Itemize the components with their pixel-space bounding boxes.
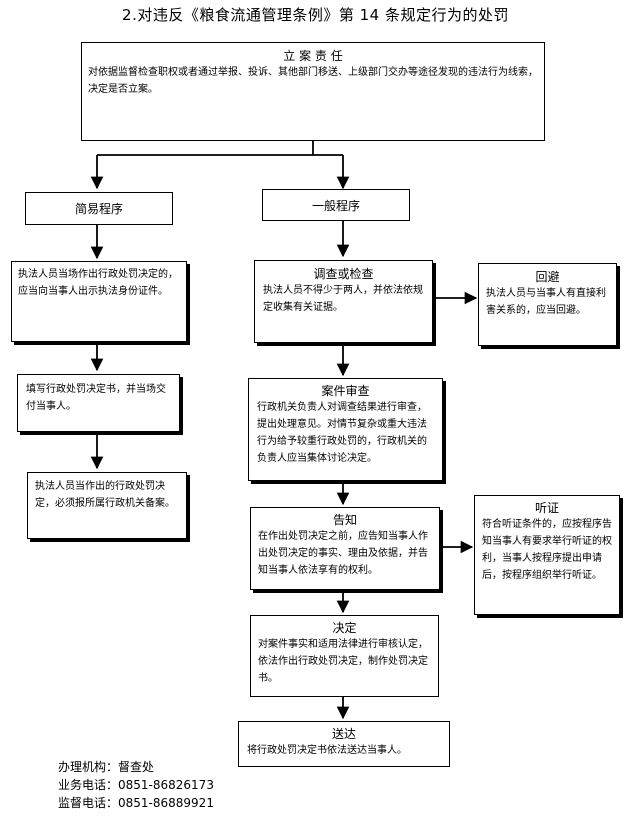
node-songda-body: 将行政处罚决定书依法送达当事人。 (247, 745, 407, 756)
node-songda-title: 送达 (331, 727, 356, 741)
node-huibi: 回避 执法人员与当事人有直接利害关系的，应当回避。 (478, 263, 617, 346)
node-huibi-body: 执法人员与当事人有直接利害关系的，应当回避。 (486, 288, 606, 316)
node-shencha-title: 案件审查 (321, 384, 370, 398)
node-gaozhi-title: 告知 (332, 513, 357, 527)
contact-business-phone: 业务电话：0851-86826173 (58, 778, 214, 792)
node-jianyi: 简易程序 (25, 192, 173, 225)
node-songda: 送达 将行政处罚决定书依法送达当事人。 (238, 721, 450, 767)
node-jianyi-title: 简易程序 (74, 202, 123, 216)
contact-info: 办理机构：督查处 业务电话：0851-86826173 监督电话：0851-86… (58, 758, 214, 812)
node-tianxie-body: 填写行政处罚决定书，并当场交付当事人。 (26, 384, 166, 412)
node-diaocha-body: 执法人员不得少于两人，并依法依规定收集有关证据。 (263, 285, 423, 313)
node-gaozhi-body: 在作出处罚决定之前，应告知当事人作出处罚决定的事实、理由及依据，并告知当事人依法… (258, 531, 428, 576)
node-lian-an: 立 案 责 任 对依据监督检查职权或者通过举报、投诉、其他部门移送、上级部门交办… (81, 42, 545, 141)
node-dangchang-body: 执法人员当场作出行政处罚决定的，应当向当事人出示执法身份证件。 (18, 269, 178, 297)
node-baobei: 执法人员当作出的行政处罚决定，必须报所属行政机关备案。 (27, 472, 187, 539)
node-yiban-title: 一般程序 (311, 198, 360, 213)
node-tingzheng-title: 听证 (534, 501, 559, 515)
node-gaozhi: 告知 在作出处罚决定之前，应告知当事人作出处罚决定的事实、理由及依据，并告知当事… (250, 507, 440, 590)
node-huibi-title: 回避 (535, 270, 560, 284)
node-shencha: 案件审查 行政机关负责人对调查结果进行审查，提出处理意见。对情节复杂或重大违法行… (248, 378, 443, 481)
node-yiban: 一般程序 (262, 189, 410, 221)
node-jueding-body: 对案件事实和适用法律进行审核认定，依法作出行政处罚决定，制作处罚决定书。 (258, 639, 428, 684)
node-lian-an-body: 对依据监督检查职权或者通过举报、投诉、其他部门移送、上级部门交办等途径发现的违法… (88, 67, 538, 95)
contact-agency: 办理机构：督查处 (58, 760, 155, 774)
node-jueding: 决定 对案件事实和适用法律进行审核认定，依法作出行政处罚决定，制作处罚决定书。 (250, 615, 439, 697)
node-dangchang: 执法人员当场作出行政处罚决定的，应当向当事人出示执法身份证件。 (11, 261, 187, 342)
node-tingzheng-body: 符合听证条件的，应按程序告知当事人有要求举行听证的权利，当事人按程序提出申请后，… (482, 519, 612, 581)
node-shencha-body: 行政机关负责人对调查结果进行审查，提出处理意见。对情节复杂或重大违法行为给予较重… (257, 402, 427, 464)
page-title: 2.对违反《粮食流通管理条例》第 14 条规定行为的处罚 (122, 6, 509, 24)
node-diaocha: 调查或检查 执法人员不得少于两人，并依法依规定收集有关证据。 (254, 260, 433, 343)
node-tianxie: 填写行政处罚决定书，并当场交付当事人。 (17, 374, 180, 432)
node-diaocha-title: 调查或检查 (313, 267, 374, 281)
node-baobei-body: 执法人员当作出的行政处罚决定，必须报所属行政机关备案。 (35, 481, 175, 509)
contact-supervision-phone: 监督电话：0851-86889921 (58, 796, 214, 810)
node-tingzheng: 听证 符合听证条件的，应按程序告知当事人有要求举行听证的权利，当事人按程序提出申… (474, 495, 620, 615)
node-lian-an-title: 立 案 责 任 (283, 49, 343, 63)
node-jueding-title: 决定 (332, 621, 357, 635)
